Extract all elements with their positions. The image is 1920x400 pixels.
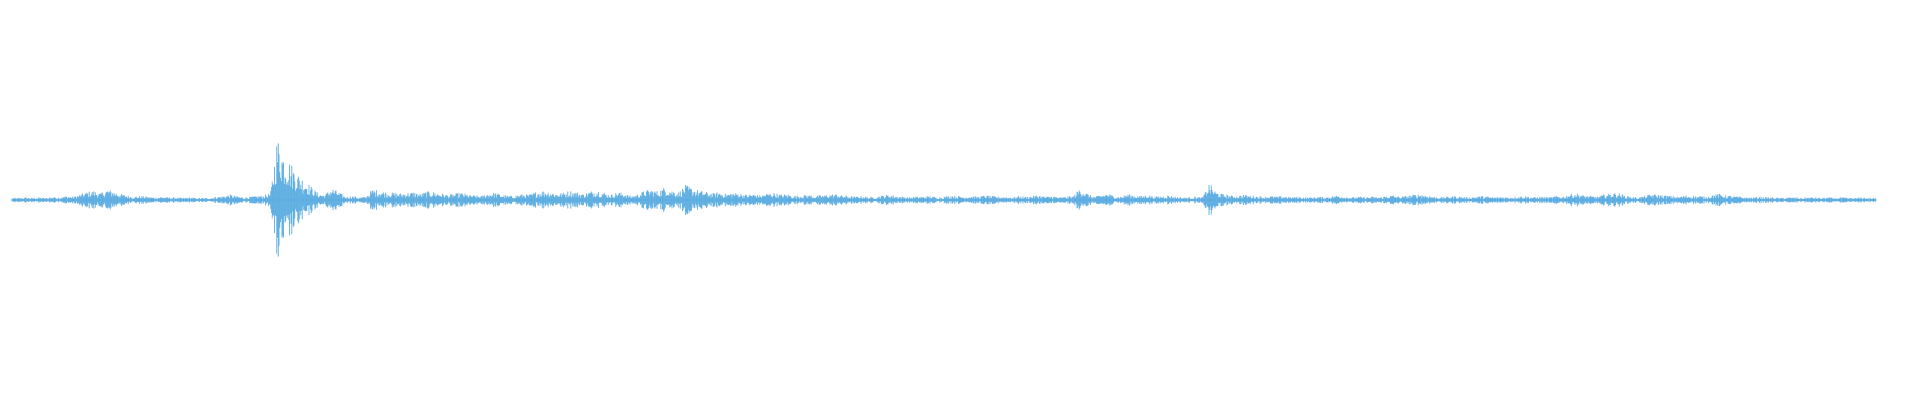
waveform-bars <box>11 143 1877 257</box>
